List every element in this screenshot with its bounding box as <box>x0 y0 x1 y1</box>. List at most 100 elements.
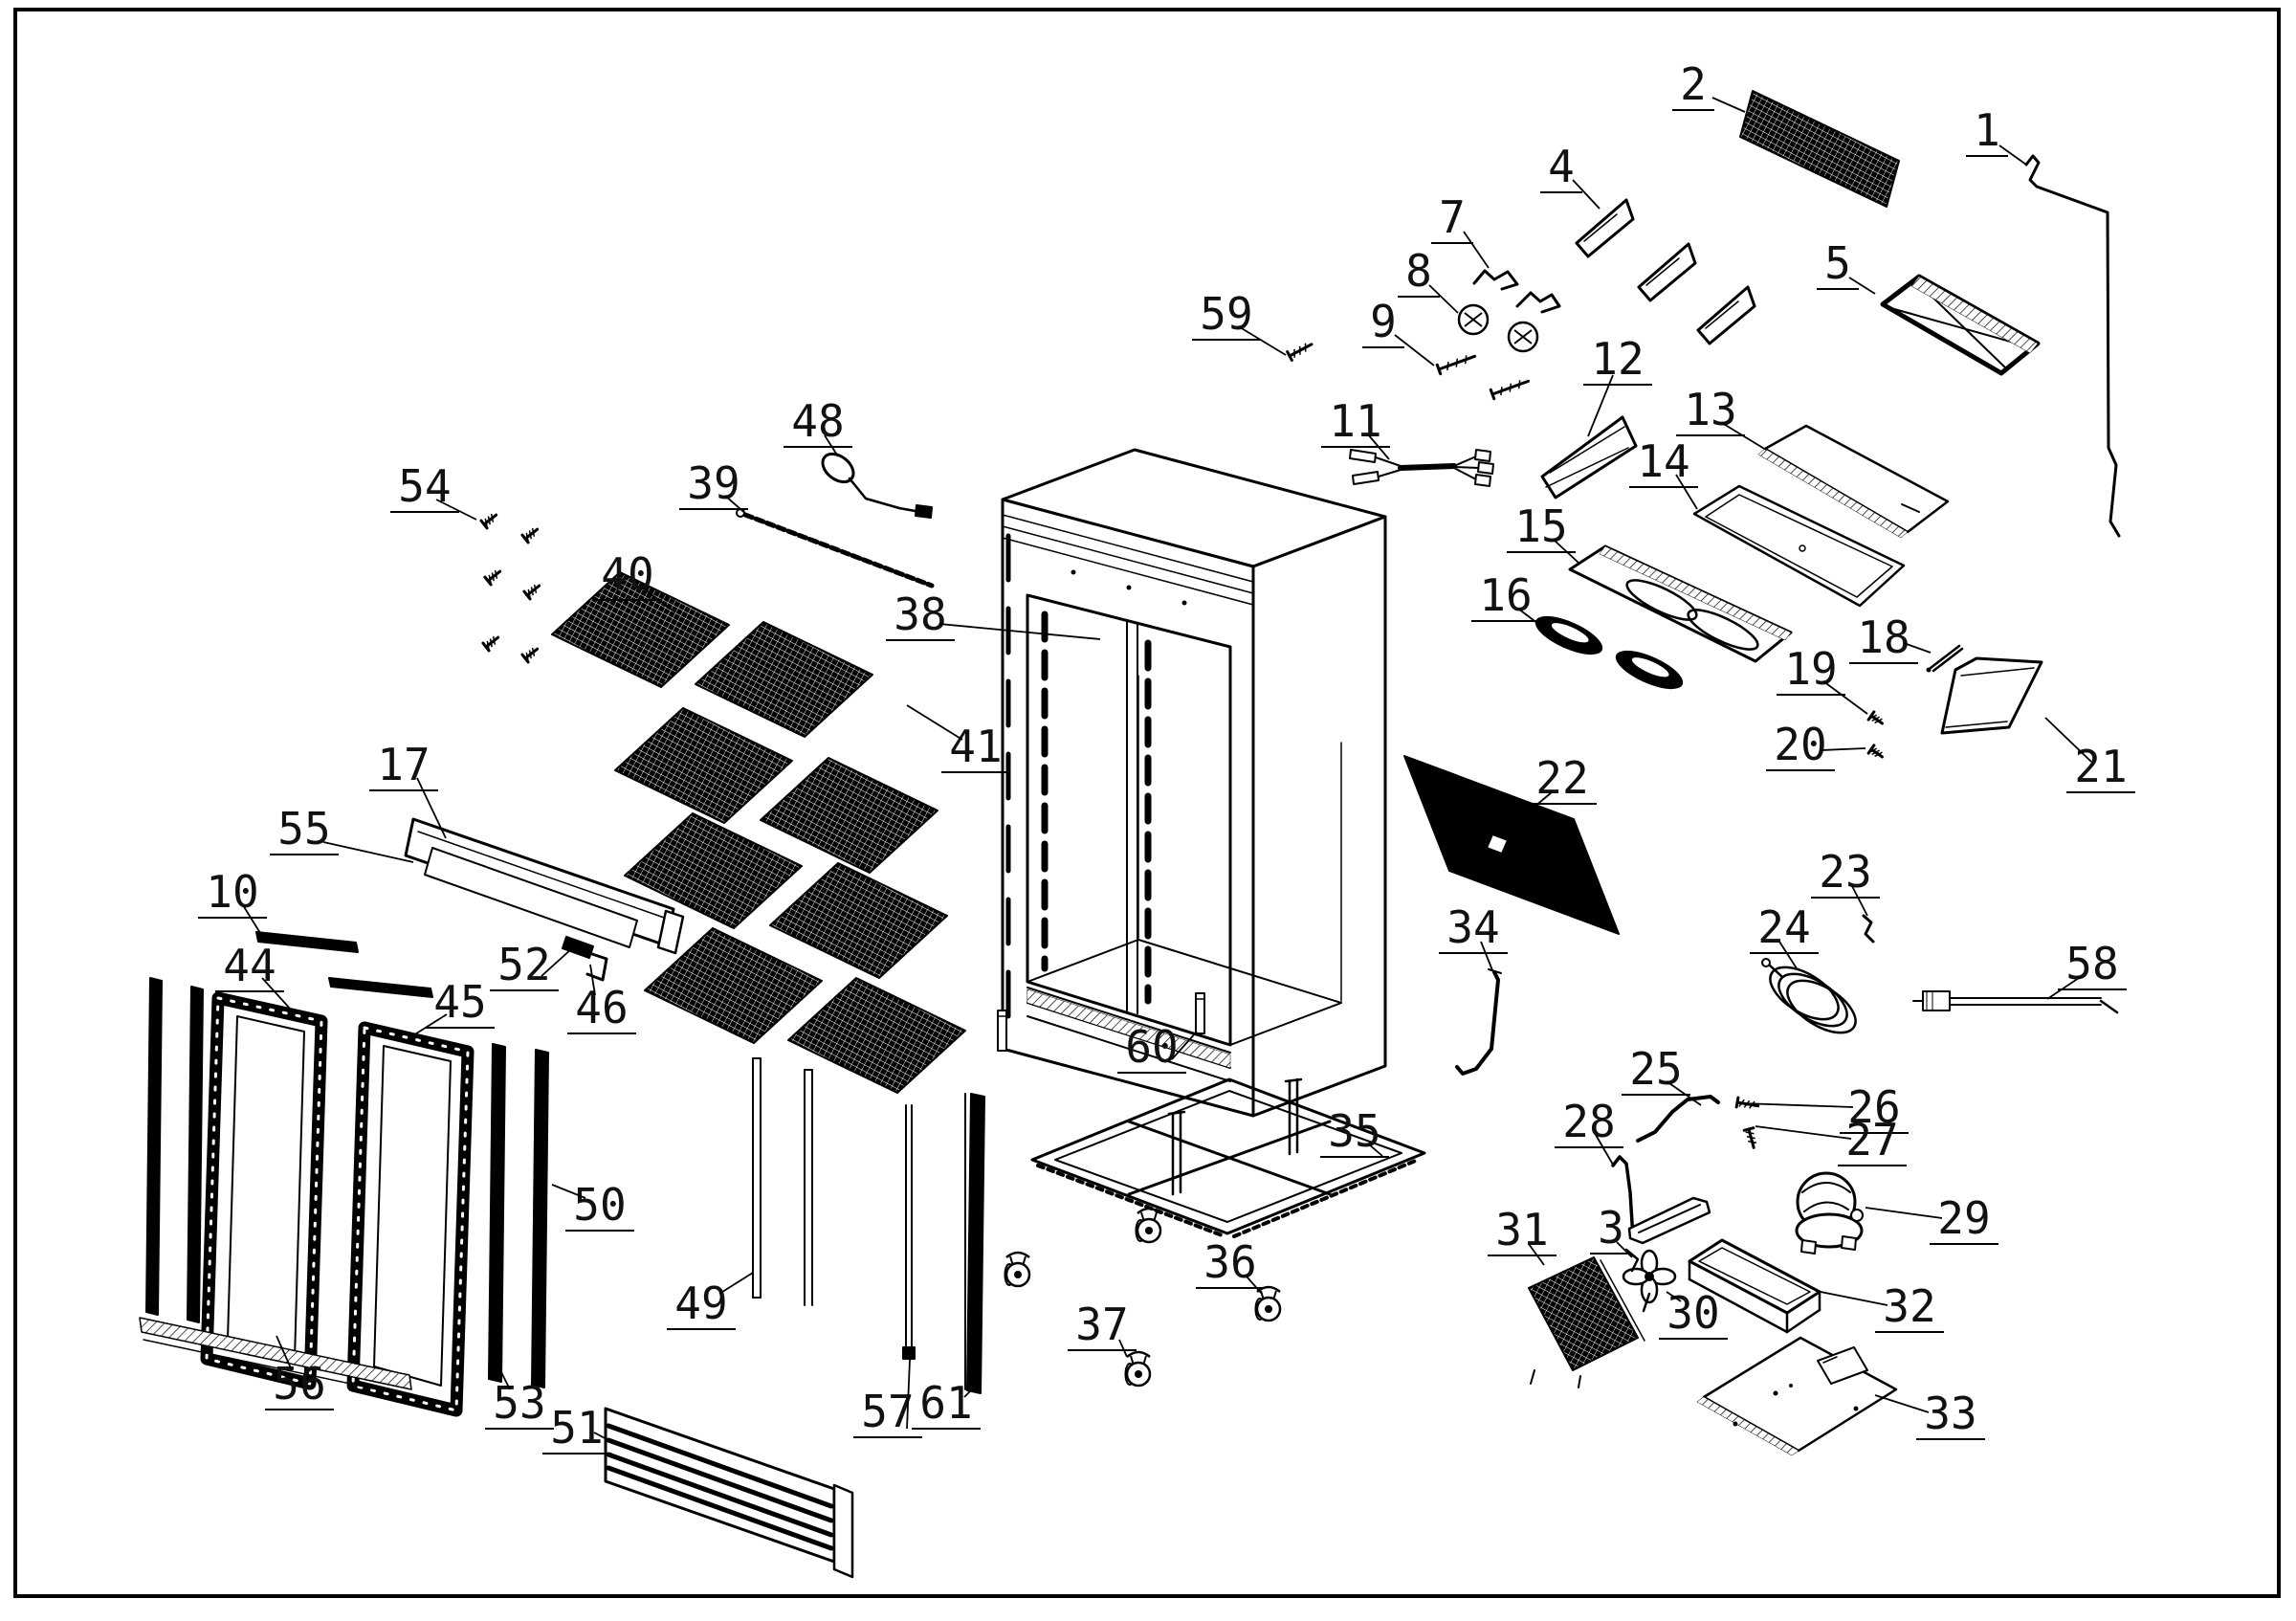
deflector-12-edge <box>1545 447 1629 488</box>
shelf <box>769 862 948 979</box>
leader-line-52 <box>541 948 572 977</box>
screw-27 <box>1742 1126 1757 1149</box>
leader-line-41 <box>906 704 963 741</box>
part-callout-20: 20 <box>1766 719 1866 771</box>
deflector-12-line <box>1549 426 1625 474</box>
part-number-61: 61 <box>919 1377 972 1429</box>
compressor-29-seam <box>1801 1182 1851 1193</box>
part-callout-18: 18 <box>1849 611 1932 664</box>
frame-post-cap <box>1167 1110 1186 1116</box>
leader-line-25 <box>1666 1080 1702 1106</box>
part-callout-38: 38 <box>886 588 1101 641</box>
part-callout-24: 24 <box>1750 901 1819 969</box>
part-number-59: 59 <box>1200 288 1252 340</box>
base-plate-33 <box>1702 1336 1898 1453</box>
harness-11-terminal <box>1477 461 1494 475</box>
base-plate-33-screw <box>1789 1384 1793 1388</box>
condenser-31-edge <box>1600 1259 1645 1342</box>
tray-5-diag <box>1887 306 2032 348</box>
part-callout-11: 11 <box>1321 395 1390 460</box>
harness-11-wire <box>1378 469 1402 477</box>
leader-line-1 <box>1998 144 2027 166</box>
part-callout-39: 39 <box>679 457 749 517</box>
part-callout-57: 57 <box>853 1359 922 1438</box>
base-frame-35 <box>1030 1077 1426 1235</box>
base-plate-33-bracket-line <box>1822 1356 1838 1364</box>
deflector-12 <box>1540 415 1638 500</box>
frame-hatch <box>1232 1158 1420 1238</box>
part-number-20: 20 <box>1774 719 1826 770</box>
part-number-17: 17 <box>377 739 430 790</box>
leader-line-16 <box>1517 608 1543 628</box>
part-number-41: 41 <box>949 721 1002 772</box>
header-hole <box>1071 569 1076 575</box>
leader-line-59 <box>1239 326 1287 356</box>
leader-line-26 <box>1740 1102 1854 1108</box>
part-callout-26: 26 <box>1740 1081 1909 1134</box>
part-callout-45: 45 <box>412 976 495 1036</box>
panel-end-cap <box>656 909 685 955</box>
part-callout-25: 25 <box>1622 1043 1702 1106</box>
panel-14-inner <box>1705 494 1893 598</box>
side-strip <box>187 986 204 1323</box>
part-callout-30: 30 <box>1659 1287 1728 1340</box>
part-number-27: 27 <box>1845 1114 1898 1166</box>
screw-19 <box>1866 710 1884 725</box>
leader-line-55 <box>322 841 414 863</box>
strip-61 <box>966 1093 985 1394</box>
tube-1 <box>2024 154 2121 538</box>
part-callout-33: 33 <box>1874 1388 1985 1440</box>
gasket-ring-16 <box>1534 615 1603 655</box>
leader-line-10 <box>242 904 261 934</box>
part-number-30: 30 <box>1667 1287 1719 1339</box>
harness-11-spade <box>1352 471 1380 485</box>
header-hole <box>1181 600 1187 606</box>
leader-line-4 <box>1572 179 1601 210</box>
leader-line-7 <box>1463 231 1490 269</box>
part-callout-29: 29 <box>1865 1192 1998 1245</box>
bottom-rail-56 <box>139 1317 412 1390</box>
floor-edge <box>1027 939 1139 983</box>
header-rail <box>1002 537 1254 606</box>
part-callout-46: 46 <box>567 964 636 1034</box>
floor-back-edge <box>1137 939 1342 1004</box>
part-callout-34: 34 <box>1439 901 1508 971</box>
harness-11-wire <box>1453 455 1477 467</box>
part-callout-35: 35 <box>1320 1105 1389 1158</box>
leader-line-54 <box>435 499 477 521</box>
part-callout-48: 48 <box>784 395 852 457</box>
part-callout-58: 58 <box>2046 938 2127 1000</box>
part-number-49: 49 <box>674 1277 727 1329</box>
bracket <box>1637 242 1697 302</box>
base-plate-33-screw <box>1773 1390 1778 1396</box>
drip-tray-32-bottom <box>1688 1277 1789 1334</box>
shelf <box>787 977 966 1094</box>
part-callout-31: 31 <box>1488 1204 1556 1266</box>
compressor-29-seam <box>1803 1201 1849 1212</box>
leader-line-15 <box>1553 539 1579 564</box>
leader-line-46 <box>589 964 596 996</box>
part-number-31: 31 <box>1495 1204 1548 1255</box>
part-number-60: 60 <box>1125 1021 1178 1073</box>
clip-7 <box>1515 291 1561 314</box>
part-callout-54: 54 <box>390 460 477 521</box>
clip-7 <box>1472 269 1519 291</box>
drip-tray-32-inner <box>1698 1247 1811 1305</box>
screw-54 <box>520 647 540 664</box>
part-number-32: 32 <box>1883 1280 1935 1332</box>
louver-slat <box>606 1452 834 1538</box>
part-number-28: 28 <box>1562 1096 1615 1147</box>
panel-13-mark <box>1901 503 1920 513</box>
base-plate-33-screw <box>1853 1406 1859 1411</box>
duct-tray-15-hatch <box>1599 545 1792 641</box>
cap-8 <box>1507 321 1539 353</box>
part-number-9: 9 <box>1370 296 1397 347</box>
part-callout-16: 16 <box>1471 569 1543 628</box>
leader-line-28 <box>1595 1134 1614 1166</box>
coil-24-stem <box>1767 963 1783 978</box>
part-number-26: 26 <box>1847 1081 1900 1133</box>
hinge-strip-10 <box>255 931 359 953</box>
fan-3-hub <box>1645 1272 1654 1281</box>
part-callout-44: 44 <box>215 940 292 1010</box>
